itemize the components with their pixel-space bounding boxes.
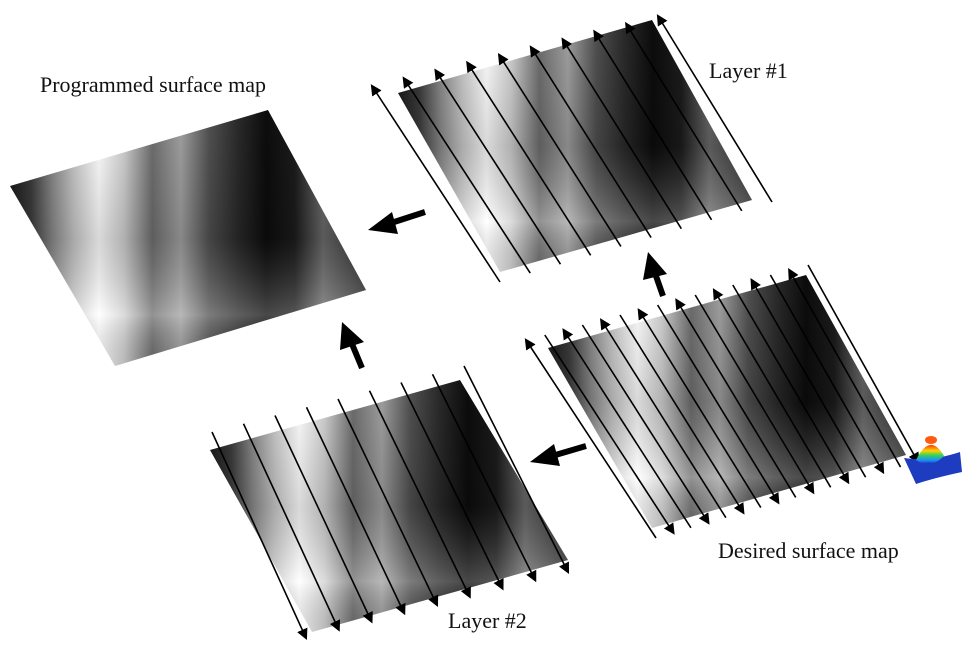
flow-arrows: [340, 209, 667, 466]
scan-arrow: [431, 373, 537, 583]
desired-surface-map: [524, 264, 920, 539]
scan-arrow: [305, 406, 406, 616]
desired-scan-arrows: [524, 264, 920, 539]
scan-arrow: [788, 268, 902, 468]
programmed-surface-map: [10, 110, 366, 366]
scan-arrow: [675, 298, 797, 498]
desired-surface-label: Desired surface map: [718, 538, 899, 563]
layer-1-label: Layer #1: [709, 58, 788, 83]
scan-arrow: [466, 60, 592, 256]
scan-arrow: [656, 304, 780, 505]
scan-arrow: [637, 308, 762, 509]
scan-arrow: [807, 264, 920, 464]
scan-arrow: [561, 37, 683, 230]
scan-arrow: [544, 334, 675, 535]
scan-arrow: [712, 288, 832, 488]
scan-arrow: [463, 365, 570, 574]
scan-arrow: [242, 423, 341, 632]
layer-1-scan-arrows: [370, 14, 773, 283]
scan-arrow: [402, 76, 531, 274]
scan-arrow: [656, 14, 773, 203]
scan-arrow: [434, 68, 562, 265]
scan-arrow: [370, 84, 501, 283]
scan-arrow: [400, 382, 504, 591]
scan-arrow: [497, 52, 622, 247]
layer-1-surface-map: [370, 14, 773, 283]
scan-arrow: [732, 284, 850, 485]
scan-arrow: [750, 278, 867, 478]
3d-surface-peak-icon: [904, 436, 962, 484]
scan-arrow: [529, 45, 652, 238]
scan-arrow: [562, 328, 692, 529]
scan-arrow: [694, 294, 815, 495]
scan-arrow: [593, 29, 713, 221]
layer-2-surface-map: [210, 365, 570, 641]
flow-arrow-layer1-to-programmed: [368, 209, 426, 234]
programmed-surface-label: Programmed surface map: [40, 72, 267, 97]
scan-arrow: [368, 390, 471, 599]
flow-arrow-layer2-to-programmed: [340, 322, 365, 370]
scan-arrow: [581, 324, 710, 525]
layer-2-scan-arrows: [211, 365, 570, 641]
scan-arrow: [600, 318, 727, 519]
scan-arrow: [337, 398, 439, 608]
scan-arrow: [625, 21, 743, 212]
scan-arrow: [619, 314, 745, 515]
scan-arrow: [274, 415, 373, 624]
flow-arrow-desired-to-layer2: [530, 443, 587, 466]
scan-arrow: [211, 431, 308, 641]
scan-arrow: [769, 274, 885, 475]
scan-arrow: [524, 338, 657, 539]
layer-2-label: Layer #2: [448, 608, 527, 633]
flow-arrow-desired-to-layer1: [643, 252, 667, 297]
